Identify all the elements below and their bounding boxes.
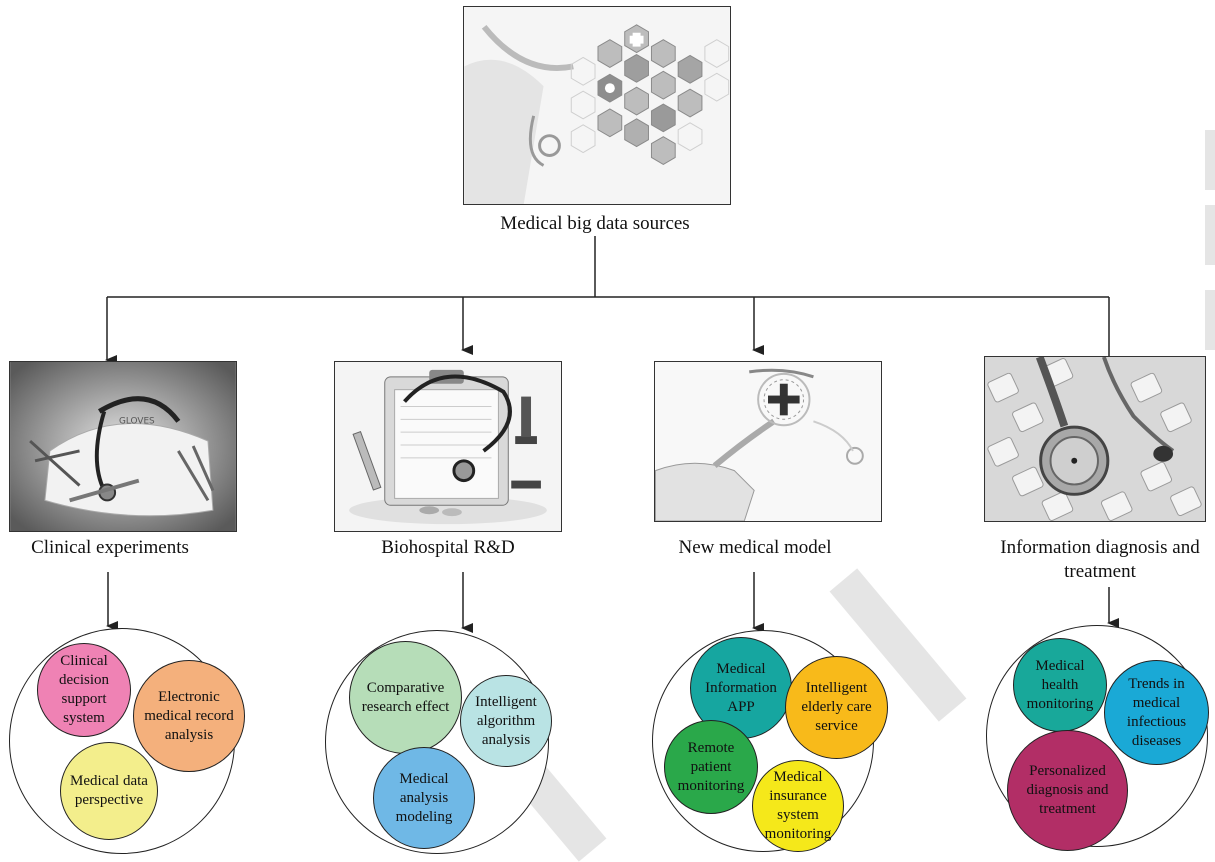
bubble-medical-data-perspective: Medical data perspective	[60, 742, 158, 840]
bubble-medical-insurance-monitoring: Medical insurance system monitoring	[752, 760, 844, 852]
medical-hexagon-icons-illustration	[464, 7, 730, 204]
surgical-tools-image: GLOVES	[9, 361, 237, 532]
category-label-newmodel: New medical model	[678, 537, 832, 558]
watermark-side-bar-2	[1205, 205, 1215, 265]
top-source-label: Medical big data sources	[500, 213, 690, 234]
clipboard-stethoscope-image	[334, 361, 562, 532]
svg-text:GLOVES: GLOVES	[119, 416, 155, 426]
bubble-clinical-decision-support: Clinical decision support system	[37, 643, 131, 737]
surgical-tools-illustration: GLOVES	[10, 362, 236, 531]
medical-hexagon-icons-image	[463, 6, 731, 205]
bubble-medical-analysis-modeling: Medical analysis modeling	[373, 747, 475, 849]
keyboard-stethoscope-illustration	[985, 357, 1205, 521]
bubble-intelligent-algorithm-analysis: Intelligent algorithm analysis	[460, 675, 552, 767]
bubble-comparative-research-effect: Comparative research effect	[349, 641, 462, 754]
bubble-personalized-diagnosis: Personalized diagnosis and treatment	[1007, 730, 1128, 851]
watermark-side-bar-3	[1205, 290, 1215, 350]
category-label-clinical: Clinical experiments	[31, 537, 189, 558]
bubble-electronic-medical-record: Electronic medical record analysis	[133, 660, 245, 772]
bubble-trends-infectious-diseases: Trends in medical infectious diseases	[1104, 660, 1209, 765]
watermark-side-bar-1	[1205, 130, 1215, 190]
category-label-biohospital: Biohospital R&D	[381, 537, 515, 558]
bubble-remote-patient-monitoring: Remote patient monitoring	[664, 720, 758, 814]
hand-medical-cross-illustration	[655, 362, 881, 521]
bubble-intelligent-elderly-care: Intelligent elderly care service	[785, 656, 888, 759]
bubble-medical-health-monitoring: Medical health monitoring	[1013, 638, 1107, 732]
category-label-info: Information diagnosis and treatment	[1000, 537, 1200, 582]
keyboard-stethoscope-image	[984, 356, 1206, 522]
hand-medical-cross-image	[654, 361, 882, 522]
clipboard-stethoscope-illustration	[335, 362, 561, 531]
